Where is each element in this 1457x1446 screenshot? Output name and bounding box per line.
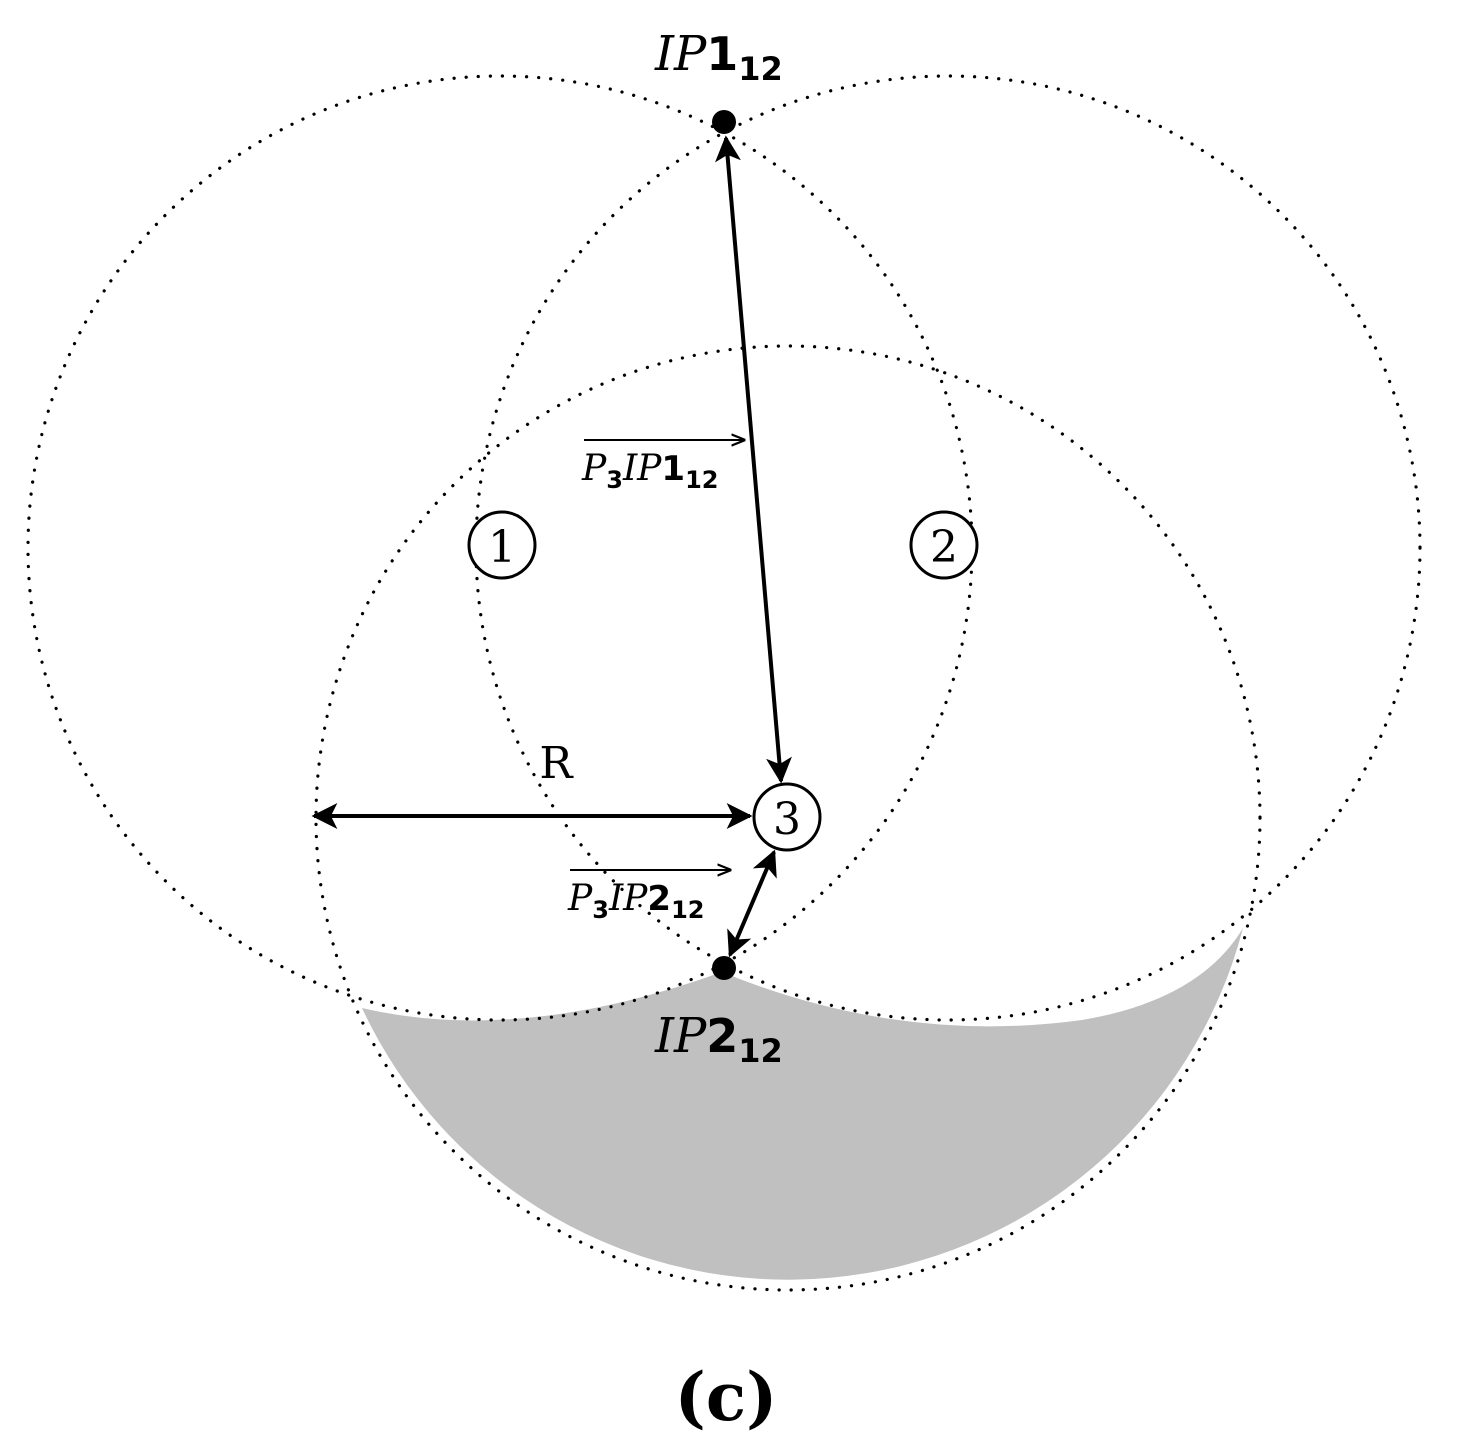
radius-label: R [539, 738, 574, 789]
node-2-label: 2 [930, 522, 958, 573]
coverage-circle-3 [314, 344, 1262, 1292]
ip2-label: IP212 [654, 1008, 783, 1070]
panel-label: (c) [675, 1358, 778, 1436]
vector-label-p3-ip2: P3IP212 [567, 870, 730, 924]
node-2: 2 [909, 510, 979, 580]
node-3-label: 3 [773, 794, 801, 845]
svg-text:P3IP112: P3IP112 [581, 448, 718, 494]
node-1: 1 [467, 510, 537, 580]
vector-arrow-p3-ip2 [727, 849, 777, 958]
svg-text:P3IP212: P3IP212 [567, 878, 704, 924]
shaded-region [362, 928, 1243, 1280]
vector-label-p3-ip1: P3IP112 [581, 440, 744, 494]
node-3: 3 [752, 782, 822, 852]
vector-arrow-p3-ip1 [715, 135, 792, 784]
ip1-label: IP112 [654, 26, 783, 88]
intersection-point-1 [712, 110, 736, 134]
node-1-label: 1 [488, 522, 516, 573]
intersection-point-2 [712, 956, 736, 980]
coverage-circle-2 [474, 74, 1422, 1022]
